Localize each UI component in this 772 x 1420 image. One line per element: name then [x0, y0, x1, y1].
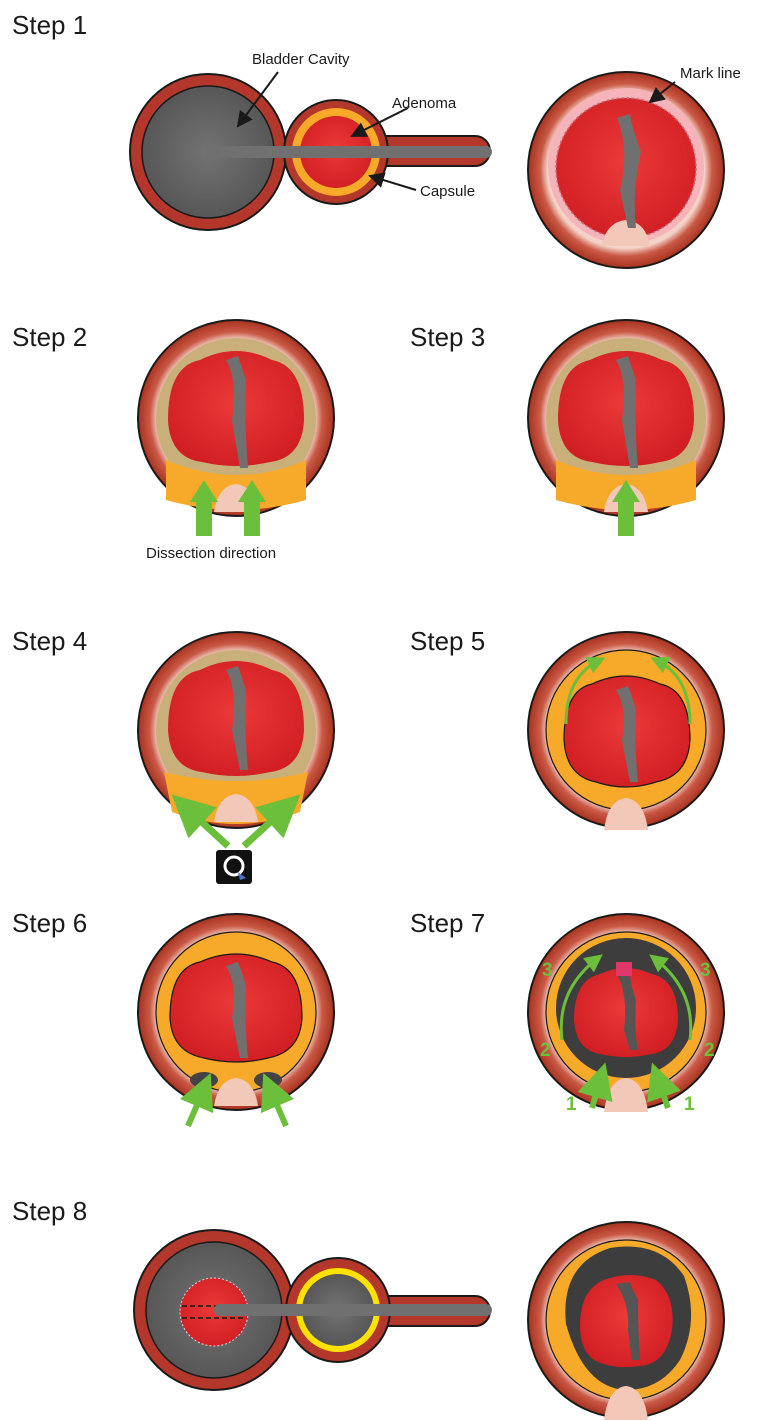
laser-rotate-icon — [216, 850, 252, 884]
step-8-endoscopic-view — [528, 1222, 724, 1420]
step-7-number-1-right: 1 — [684, 1094, 695, 1115]
step-5-diagram — [528, 632, 724, 830]
step-7-diagram — [528, 914, 724, 1112]
step-7-label: Step 7 — [410, 908, 485, 938]
capsule-label: Capsule — [420, 183, 475, 200]
step-1-endoscopic-view — [528, 72, 724, 268]
step-7-number-3-right: 3 — [700, 960, 711, 981]
step-1-label: Step 1 — [12, 10, 87, 40]
step-8-label: Step 8 — [12, 1196, 87, 1226]
step-4-diagram — [138, 632, 334, 884]
adenoma-label: Adenoma — [392, 95, 457, 112]
mark-line-label: Mark line — [680, 65, 741, 82]
step-4-label: Step 4 — [12, 626, 87, 656]
step-6-diagram — [138, 914, 334, 1126]
step-7-number-1-left: 1 — [566, 1094, 577, 1115]
dissection-direction-label: Dissection direction — [146, 545, 276, 562]
step-7-number-2-left: 2 — [540, 1040, 551, 1061]
step-6-label: Step 6 — [12, 908, 87, 938]
step-2-diagram — [138, 320, 334, 536]
step-3-diagram — [528, 320, 724, 536]
bladder-cavity-label: Bladder Cavity — [252, 51, 350, 68]
step-5-label: Step 5 — [410, 626, 485, 656]
step-2-label: Step 2 — [12, 322, 87, 352]
step-3-label: Step 3 — [410, 322, 485, 352]
step-8-sagittal-diagram — [134, 1230, 492, 1390]
step-7-number-2-right: 2 — [704, 1040, 715, 1061]
step-7-number-3-left: 3 — [542, 960, 553, 981]
